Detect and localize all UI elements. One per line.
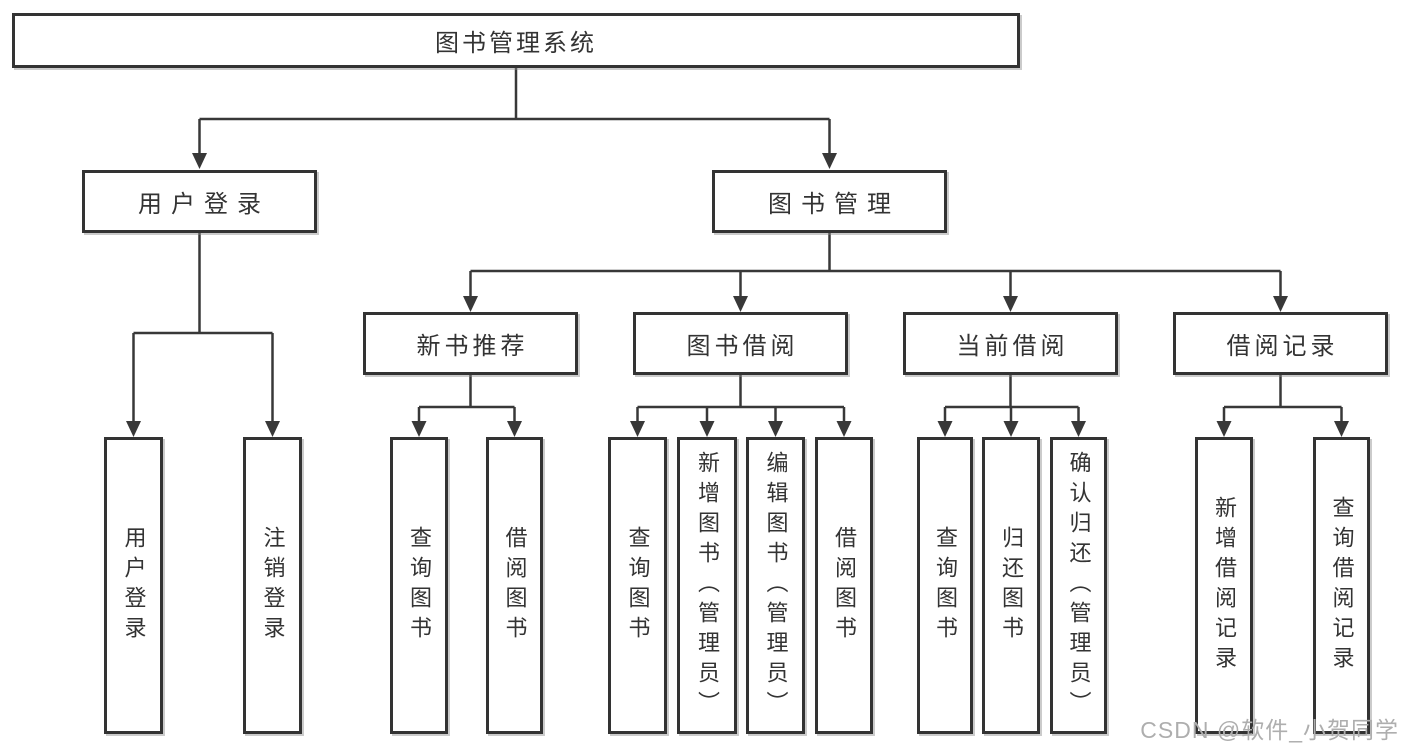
leaf-query-books-newbook: 查询图书 xyxy=(390,437,448,734)
leaf-return-books: 归还图书 xyxy=(982,437,1040,734)
leaf-query-books-borrow: 查询图书 xyxy=(608,437,667,734)
edge-current-borrow-to-leaves xyxy=(943,375,1080,422)
node-label: 查询图书 xyxy=(625,525,651,646)
leaf-confirm-return-admin: 确认归还（管理员） xyxy=(1050,437,1107,734)
leaf-borrow-books-borrow: 借阅图书 xyxy=(815,437,873,734)
arrow-down-icon xyxy=(411,421,427,437)
arrow-down-icon xyxy=(1334,421,1349,437)
leaf-add-borrow-record: 新增借阅记录 xyxy=(1195,437,1253,734)
node-label: 图书借阅 xyxy=(686,333,799,360)
arrow-down-icon xyxy=(699,421,715,437)
node-label: 查询借阅记录 xyxy=(1329,495,1355,676)
arrow-down-icon xyxy=(733,296,748,312)
arrow-down-icon xyxy=(265,421,280,437)
node-label: 用户登录 xyxy=(138,191,270,218)
node-label: 归还图书 xyxy=(999,525,1024,646)
node-borrowing-records: 借阅记录 xyxy=(1173,312,1388,375)
node-user-login: 用户登录 xyxy=(82,170,317,233)
node-new-book-recommendation: 新书推荐 xyxy=(363,312,578,375)
arrow-down-icon xyxy=(1273,296,1288,312)
node-label: 借阅记录 xyxy=(1226,333,1339,360)
arrow-down-icon xyxy=(630,421,645,437)
edge-new-book-to-leaves xyxy=(417,375,516,422)
node-label: 当前借阅 xyxy=(956,333,1069,360)
node-label: 新书推荐 xyxy=(416,333,529,360)
node-label: 新增图书（管理员） xyxy=(695,450,720,721)
node-label: 用户登录 xyxy=(121,525,147,646)
node-label: 查询图书 xyxy=(933,525,958,646)
arrow-down-icon xyxy=(192,153,207,169)
edge-book-borrow-to-leaves xyxy=(636,375,846,422)
arrow-down-icon xyxy=(126,421,141,437)
arrow-down-icon xyxy=(1071,421,1086,437)
arrow-down-icon xyxy=(937,421,953,437)
leaf-user-login: 用户登录 xyxy=(104,437,163,734)
arrow-down-icon xyxy=(836,421,852,437)
leaf-query-books-current: 查询图书 xyxy=(917,437,973,734)
leaf-logout: 注销登录 xyxy=(243,437,302,734)
arrow-down-icon xyxy=(1216,421,1232,437)
node-current-borrowing: 当前借阅 xyxy=(903,312,1118,375)
node-book-borrowing: 图书借阅 xyxy=(633,312,848,375)
node-label: 借阅图书 xyxy=(502,525,528,646)
csdn-watermark: CSDN @软件_小贺同学 xyxy=(1140,717,1399,743)
node-book-management: 图书管理 xyxy=(712,170,947,233)
leaf-add-book-admin: 新增图书（管理员） xyxy=(677,437,737,734)
node-label: 确认归还（管理员） xyxy=(1066,450,1092,721)
leaf-edit-book-admin: 编辑图书（管理员） xyxy=(746,437,805,734)
arrow-down-icon xyxy=(768,421,783,437)
edge-user-login-to-leaves xyxy=(132,233,274,422)
arrow-down-icon xyxy=(463,296,478,312)
arrow-down-icon xyxy=(1003,296,1018,312)
node-label: 图书管理 xyxy=(768,191,900,218)
arrow-down-icon xyxy=(822,153,837,169)
node-label: 查询图书 xyxy=(407,525,432,646)
node-label: 图书管理系统 xyxy=(435,30,597,57)
arrow-down-icon xyxy=(507,421,522,437)
node-label: 编辑图书（管理员） xyxy=(763,450,789,721)
leaf-borrow-books-newbook: 借阅图书 xyxy=(486,437,543,734)
arrow-down-icon xyxy=(1003,421,1019,437)
node-label: 注销登录 xyxy=(260,525,286,646)
node-label: 新增借阅记录 xyxy=(1212,495,1237,676)
edge-root-to-level2 xyxy=(198,68,831,154)
node-label: 借阅图书 xyxy=(832,525,857,646)
edge-records-to-leaves xyxy=(1222,375,1343,422)
leaf-query-borrow-record: 查询借阅记录 xyxy=(1313,437,1370,734)
node-library-management-system: 图书管理系统 xyxy=(12,13,1020,68)
edge-book-mgmt-to-level3 xyxy=(469,233,1282,297)
